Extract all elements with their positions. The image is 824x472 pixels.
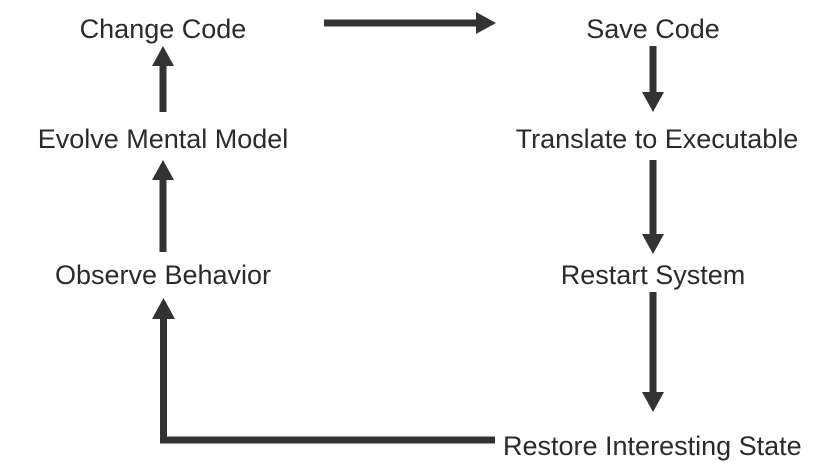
node-restore-interesting-state[interactable]: Restore Interesting State	[503, 431, 802, 461]
arrowhead-down-restart-to-restore	[642, 392, 664, 412]
node-evolve-mental-model[interactable]: Evolve Mental Model	[38, 124, 289, 154]
node-translate-to-executable[interactable]: Translate to Executable	[516, 124, 799, 154]
edge-save-code-to-translate	[642, 46, 664, 112]
node-change-code[interactable]: Change Code	[80, 14, 247, 44]
arrowhead-up-restore-to-observe	[152, 298, 175, 319]
edge-restart-system-to-restore-state	[642, 292, 664, 412]
edge-restore-state-to-observe-behavior	[152, 298, 495, 444]
arrowhead-up-evolve-to-change	[152, 46, 174, 66]
arrowhead-down-translate-to-restart	[642, 234, 664, 254]
node-save-code[interactable]: Save Code	[586, 14, 720, 44]
node-restart-system[interactable]: Restart System	[561, 260, 746, 290]
edge-translate-to-restart-system	[642, 160, 664, 254]
edge-change-code-to-save-code	[324, 12, 496, 34]
edge-shaft-restore-to-observe	[160, 313, 495, 444]
edge-observe-behavior-to-evolve-mental-model	[152, 160, 174, 252]
arrowhead-down-save-to-translate	[642, 92, 664, 112]
arrowhead-right-change-code-to-save-code	[476, 12, 496, 34]
node-observe-behavior[interactable]: Observe Behavior	[55, 260, 271, 290]
arrowhead-up-observe-to-evolve	[152, 160, 174, 180]
edge-evolve-mental-model-to-change-code	[152, 46, 174, 112]
